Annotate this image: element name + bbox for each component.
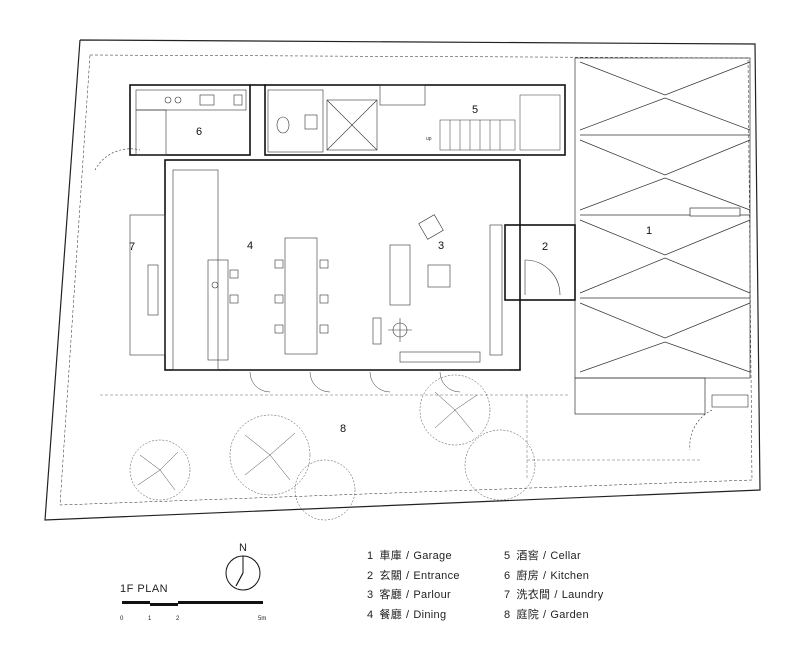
room-label-1: 1	[646, 225, 652, 237]
garden-area	[100, 394, 700, 480]
stair-up-label: up	[426, 136, 432, 142]
bathroom	[267, 89, 324, 153]
parlour-furniture	[372, 214, 503, 363]
site-boundary	[44, 39, 761, 521]
room-label-4: 4	[247, 240, 253, 252]
scale-tick-0: 0	[120, 616, 124, 622]
room-labels: 1 2 3 4 5 6 7 8 up	[129, 104, 652, 435]
plan-title: 1F PLAN	[120, 583, 168, 595]
entrance-door	[524, 259, 749, 451]
scale-tick-1: 1	[148, 616, 152, 622]
garden-windows	[230, 369, 510, 393]
dining-table	[172, 169, 329, 371]
scale-tick-2: 2	[176, 616, 180, 622]
room-label-7: 7	[129, 241, 135, 253]
scale-tick-5m: 5m	[258, 616, 266, 622]
void	[326, 84, 426, 151]
room-label-5: 5	[472, 104, 478, 116]
room-label-6: 6	[196, 126, 202, 138]
scale-bar: 0 1 2 5m	[120, 601, 266, 622]
laundry	[94, 148, 166, 356]
garage	[574, 57, 751, 415]
kitchen-counter	[135, 89, 247, 156]
room-label-3: 3	[438, 240, 444, 252]
north-arrow-icon: N	[225, 542, 261, 591]
room-label-8: 8	[340, 423, 346, 435]
north-label: N	[239, 542, 247, 554]
cellar-stair	[439, 94, 561, 151]
trees	[129, 374, 536, 521]
room-label-2: 2	[542, 241, 548, 253]
